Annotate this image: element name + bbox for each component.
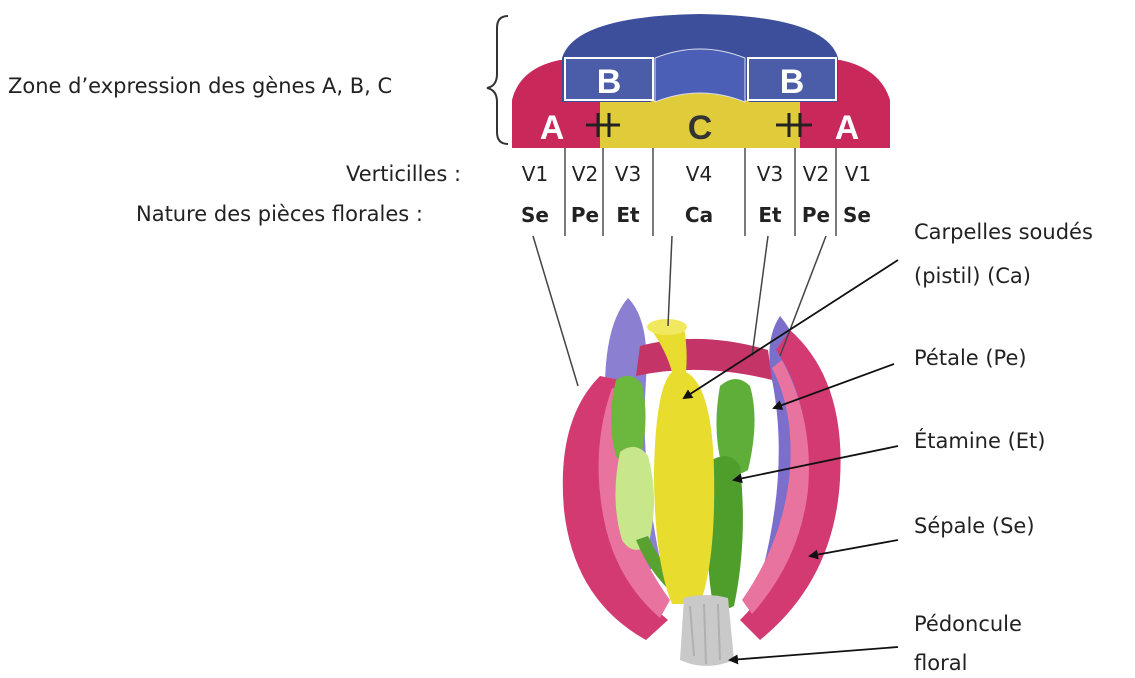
verticille-cell: V4 xyxy=(686,164,712,184)
gene-b-letter-right: B xyxy=(780,63,805,101)
sepal-back xyxy=(636,339,772,380)
callout-sepale: Sépale (Se) xyxy=(914,516,1035,537)
callout-petale: Pétale (Pe) xyxy=(914,348,1027,369)
gene-c-letter: C xyxy=(688,109,713,147)
peduncle xyxy=(680,595,734,666)
stamen-left-front xyxy=(615,447,654,550)
nature-cell: Se xyxy=(521,205,549,225)
nature-cell: Pe xyxy=(802,205,830,225)
verticille-cell: V3 xyxy=(757,164,783,184)
callout-pedoncule-line2: floral xyxy=(914,653,967,674)
gene-a-letter-left: A xyxy=(540,109,565,147)
callout-etamine: Étamine (Et) xyxy=(914,431,1045,452)
flower-illustration xyxy=(563,298,841,666)
nature-cell: Ca xyxy=(685,205,713,225)
verticille-cell: V2 xyxy=(803,164,829,184)
verticilles-label: Verticilles : xyxy=(346,164,461,185)
gene-b-letter-left: B xyxy=(597,63,622,101)
nature-cell: Et xyxy=(616,205,639,225)
verticille-cell: V1 xyxy=(845,164,871,184)
leader-et-right xyxy=(752,236,768,356)
callout-pedoncule-line1: Pédoncule xyxy=(914,614,1022,635)
leader-pe-right xyxy=(780,236,826,356)
leader-ca-top xyxy=(668,236,672,326)
zone-brace xyxy=(487,16,508,144)
callout-carpelles-line1: Carpelles soudés xyxy=(914,222,1093,243)
verticille-cell: V2 xyxy=(572,164,598,184)
nature-cell: Se xyxy=(843,205,871,225)
arrow-pedoncule xyxy=(730,647,898,660)
gene-a-letter-right: A xyxy=(835,109,860,147)
verticille-cell: V1 xyxy=(522,164,548,184)
nature-label: Nature des pièces florales : xyxy=(136,204,423,225)
nature-cell: Et xyxy=(758,205,781,225)
zone-label: Zone d’expression des gènes A, B, C xyxy=(8,76,392,97)
callout-carpelles-line2: (pistil) (Ca) xyxy=(914,266,1031,287)
leader-se-left xyxy=(533,236,578,386)
pistil-stigma xyxy=(647,319,687,335)
nature-cell: Pe xyxy=(571,205,599,225)
verticille-cell: V3 xyxy=(615,164,641,184)
